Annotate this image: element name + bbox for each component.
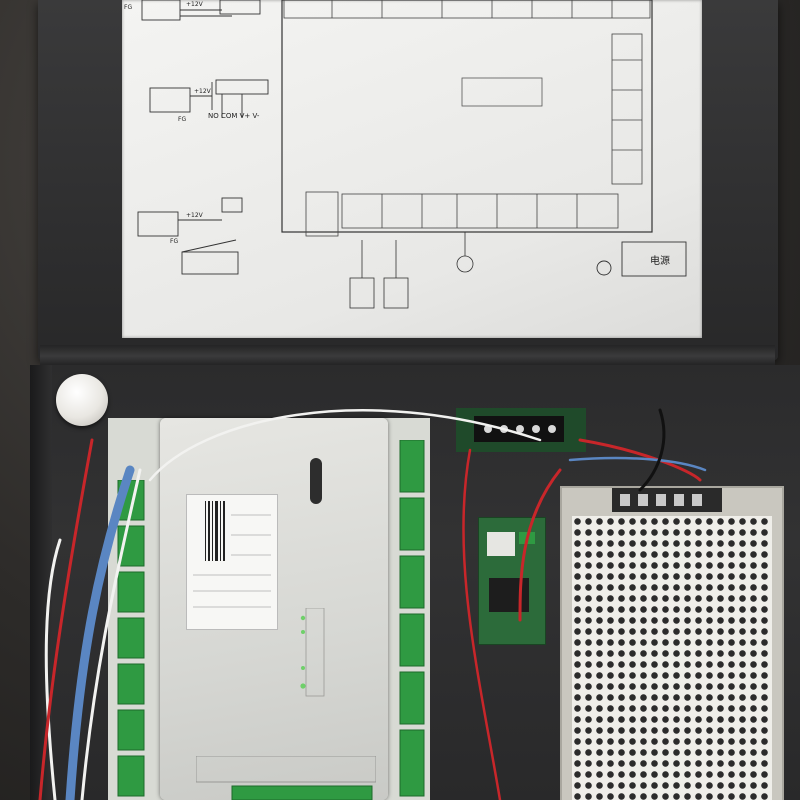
left-terminal-strip [108, 479, 148, 800]
status-led-column [300, 607, 326, 698]
diagram-power-unit [596, 241, 687, 277]
blue-sleeved-wire [65, 465, 135, 800]
diagram-label-voltage-2: +12V [194, 88, 211, 95]
red-wire-psu [578, 438, 702, 482]
psu-screw-terminals [612, 488, 722, 512]
diagram-right-terminals [611, 33, 643, 185]
diagram-left-box [305, 191, 339, 237]
white-wire-1 [80, 468, 142, 800]
diagram-label-fg-3: FG [170, 238, 179, 245]
diagram-bottom-terminals [341, 193, 619, 229]
power-bus-terminal-block [456, 408, 586, 452]
diagram-board-outline [281, 0, 653, 233]
right-terminal-strip [398, 439, 428, 800]
diagram-lock-3 [137, 197, 243, 275]
rubber-bumper [56, 374, 108, 426]
product-label [186, 494, 278, 630]
relay-module [478, 517, 546, 645]
diagram-label-voltage-3: +12V [186, 212, 203, 219]
enclosure-hinge [40, 345, 775, 367]
diagram-label-fg-1: FG [124, 4, 133, 11]
diagram-label-voltage-1: +12V [186, 1, 203, 8]
blue-wire-psu [568, 456, 707, 472]
red-wire-middle [462, 448, 502, 800]
wiring-diagram-sheet: +12V FG +12V FG NO COM V+ V- +12V FG 电源 [122, 0, 702, 338]
diagram-label-fg-2: FG [178, 116, 187, 123]
diagram-readers [349, 240, 409, 309]
diagram-exit-button [456, 232, 474, 273]
diagram-center-block [461, 77, 543, 107]
diagram-label-lock-terminals: NO COM V+ V- [208, 112, 260, 120]
white-wire-top [148, 409, 542, 482]
red-wire-left [38, 438, 94, 800]
diagram-top-terminals [283, 0, 651, 19]
red-wire-relay [518, 468, 562, 622]
white-wire-2 [44, 538, 62, 800]
wiring-diagram-drawing [137, 0, 687, 309]
diagram-lock-2 [149, 79, 269, 118]
black-wire-psu [638, 408, 666, 492]
panel-slot [310, 458, 322, 504]
diagram-label-power: 电源 [650, 256, 670, 267]
diagram-lock-1 [141, 0, 261, 21]
psu-vent-mesh [572, 516, 772, 800]
